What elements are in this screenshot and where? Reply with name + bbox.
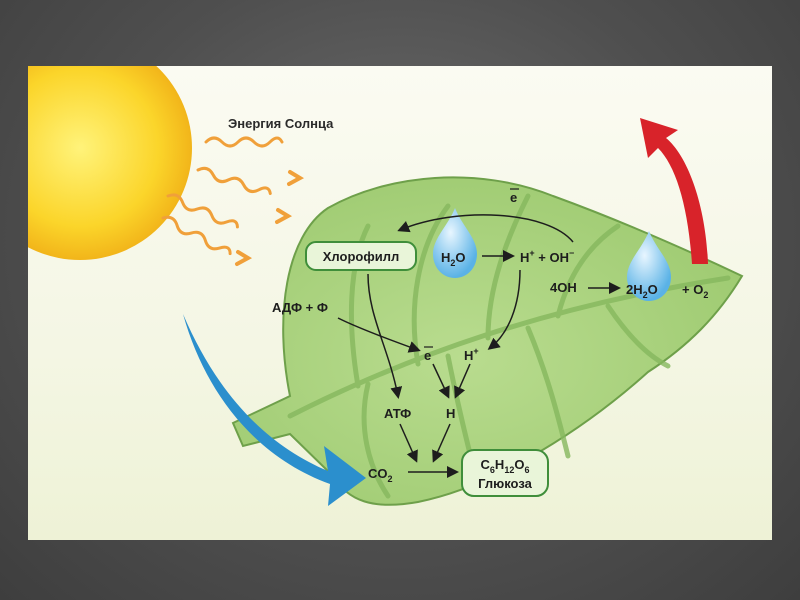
water-drop-icon <box>433 208 477 278</box>
hydrogen-label: H <box>446 406 455 421</box>
hplus-ohminus-label: H+ + OH− <box>520 248 574 265</box>
water-label: H2O <box>441 250 466 268</box>
co2-input-arrow <box>183 314 366 506</box>
glucose-box: C6H12O6 Глюкоза <box>461 449 549 497</box>
water-drop-icon <box>627 231 671 301</box>
carbon-dioxide-label: CO2 <box>368 466 393 484</box>
sun-energy-label: Энергия Солнца <box>228 116 334 131</box>
heat-ray-icon <box>161 136 305 266</box>
chlorophyll-box: Хлорофилл <box>305 241 417 271</box>
two-water-label: 2H2O <box>626 282 658 300</box>
glucose-formula: C6H12O6 <box>481 457 530 475</box>
oxygen-label: + O2 <box>682 282 708 300</box>
atp-label: АТФ <box>384 406 411 421</box>
adp-phosphate-label: АДФ + Ф <box>272 300 328 315</box>
glucose-name: Глюкоза <box>478 476 532 491</box>
o2-output-arrow <box>640 118 708 264</box>
slide-frame: Энергия Солнца <box>28 66 772 540</box>
electron-top-label: e <box>510 190 517 205</box>
sun-icon <box>28 66 192 260</box>
photosynthesis-diagram: Энергия Солнца <box>28 66 744 506</box>
four-oh-label: 4OH <box>550 280 577 295</box>
hydrogen-ion-label: H+ <box>464 346 479 363</box>
chlorophyll-label: Хлорофилл <box>323 249 399 264</box>
electron-mid-label: e <box>424 348 431 363</box>
